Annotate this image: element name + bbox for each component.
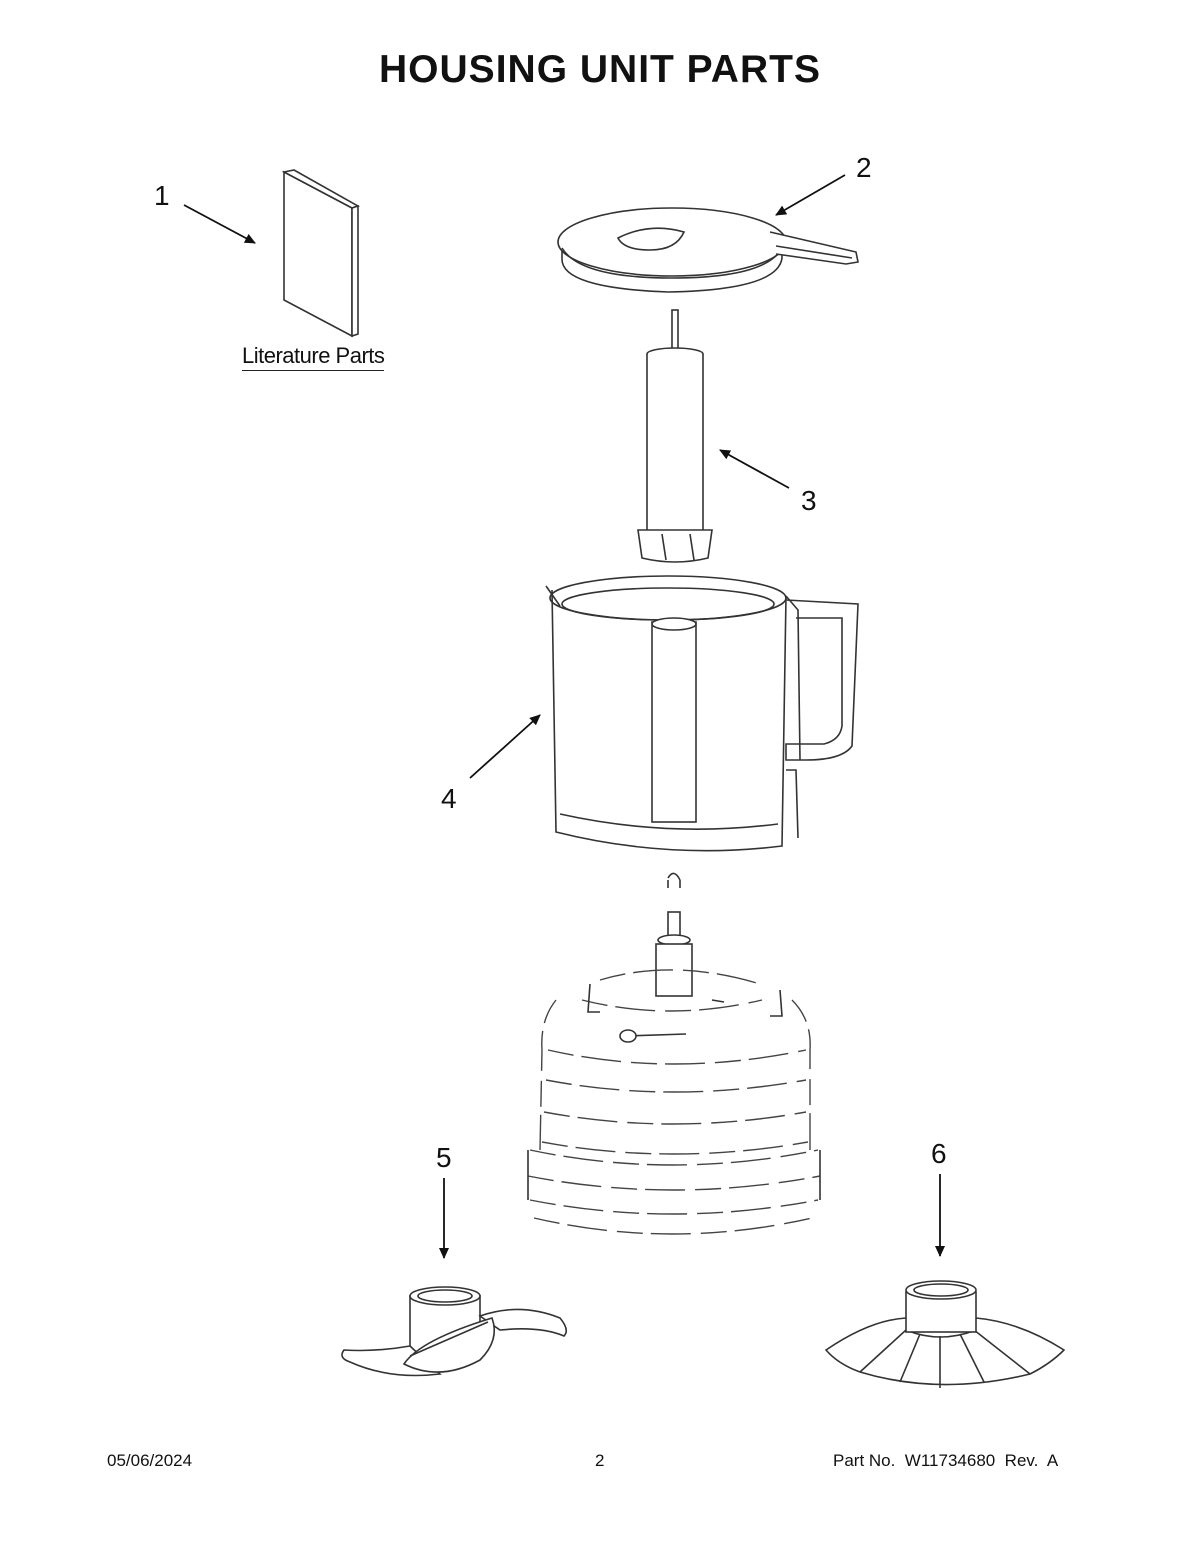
work-bowl-lid — [557, 207, 859, 293]
callout-6: 6 — [931, 1138, 947, 1169]
literature-parts-label: Literature Parts — [242, 343, 385, 371]
work-bowl — [545, 575, 859, 852]
callout-arrows — [183, 174, 945, 1259]
drive-adapter — [637, 309, 713, 563]
multipurpose-blade — [341, 1286, 568, 1377]
literature-booklet — [281, 169, 360, 338]
footer-part-number: Part No. W11734680 Rev. A — [833, 1451, 1059, 1470]
callout-3: 3 — [801, 485, 817, 516]
motor-base — [527, 872, 821, 1235]
callout-1: 1 — [154, 180, 170, 211]
disc-adapter — [824, 1280, 1066, 1388]
callout-5: 5 — [436, 1142, 452, 1173]
footer-date: 05/06/2024 — [107, 1451, 193, 1470]
page-title: HOUSING UNIT PARTS — [379, 48, 821, 91]
footer-page-number: 2 — [595, 1451, 605, 1470]
callout-2: 2 — [856, 152, 872, 183]
callout-4: 4 — [441, 783, 457, 814]
